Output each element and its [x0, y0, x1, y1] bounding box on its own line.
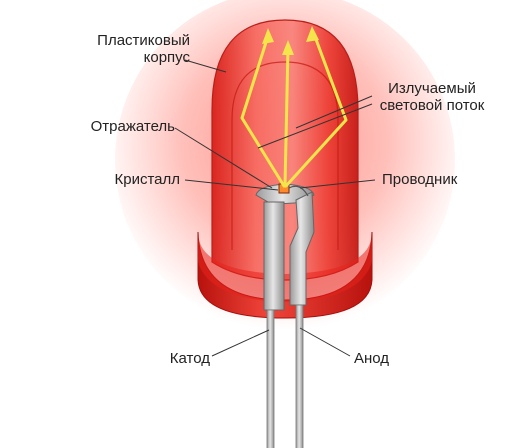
label-plastic-body-line2: корпус	[70, 49, 190, 66]
label-cathode-text: Катод	[130, 350, 210, 367]
label-cathode: Катод	[130, 350, 210, 367]
cathode-post	[264, 202, 284, 310]
label-emitted-flux-line1: Излучаемый	[364, 80, 500, 97]
label-emitted-flux-line2: световой поток	[364, 97, 500, 114]
label-reflector-text: Отражатель	[60, 118, 175, 135]
label-emitted-flux: Излучаемый световой поток	[364, 80, 500, 114]
label-crystal-text: Кристалл	[60, 171, 180, 188]
label-crystal: Кристалл	[60, 171, 180, 188]
label-plastic-body-line1: Пластиковый	[70, 32, 190, 49]
leader-anode	[300, 328, 350, 356]
label-reflector: Отражатель	[60, 118, 175, 135]
anode-lead	[296, 305, 303, 448]
label-conductor-text: Проводник	[382, 171, 492, 188]
leader-cathode	[212, 330, 269, 356]
label-anode-text: Анод	[354, 350, 434, 367]
label-plastic-body: Пластиковый корпус	[70, 32, 190, 66]
label-conductor: Проводник	[382, 171, 492, 188]
label-anode: Анод	[354, 350, 434, 367]
